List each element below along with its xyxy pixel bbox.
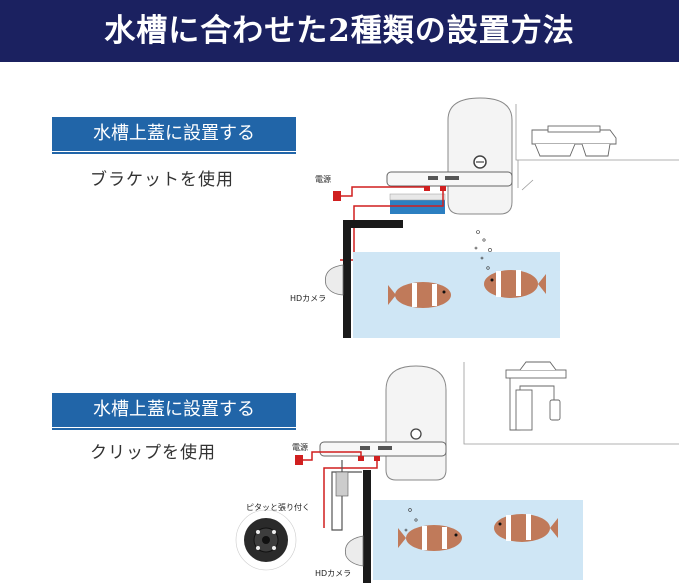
clownfish	[388, 282, 451, 308]
water	[373, 500, 583, 580]
clip-inset	[505, 361, 567, 431]
page-title: 水槽に合わせた2種類の設置方法	[104, 13, 575, 49]
tank-wall	[343, 220, 351, 338]
clip-install-diagram: 電源 HDカメラ ピタッと張り付く	[235, 361, 679, 583]
feeder-body	[385, 365, 447, 481]
bubbles	[474, 230, 492, 270]
clownfish	[398, 525, 462, 551]
camera-label: HDカメラ	[315, 569, 351, 578]
feeder-button	[410, 428, 422, 440]
camera-cable	[323, 461, 378, 528]
bracket-inset	[531, 125, 617, 157]
callout-text: ピタッと張り付く	[246, 502, 310, 512]
lid-base	[390, 200, 445, 214]
hd-camera	[344, 535, 364, 567]
section2-label: 水槽上蓋に設置する	[52, 393, 296, 430]
hd-camera	[324, 264, 344, 296]
clownfish	[494, 514, 558, 542]
clownfish	[484, 270, 546, 298]
power-label: 電源	[292, 443, 308, 452]
header-banner	[0, 0, 679, 62]
camera-lens-callout: ピタッと張り付く	[235, 502, 310, 571]
power-cable	[340, 186, 428, 197]
section1-subtitle: ブラケットを使用	[90, 170, 234, 190]
tank-wall	[363, 470, 371, 583]
inset-frame	[515, 104, 679, 161]
inset-frame	[463, 362, 679, 445]
section1-label: 水槽上蓋に設置する	[52, 117, 296, 154]
power-label: 電源	[315, 175, 331, 184]
power-cable	[302, 451, 362, 461]
water	[353, 252, 560, 338]
bubbles	[404, 508, 418, 532]
camera-label: HDカメラ	[290, 294, 326, 303]
section2-subtitle: クリップを使用	[90, 443, 216, 463]
bracket-install-diagram: 電源 HDカメラ	[290, 97, 679, 338]
